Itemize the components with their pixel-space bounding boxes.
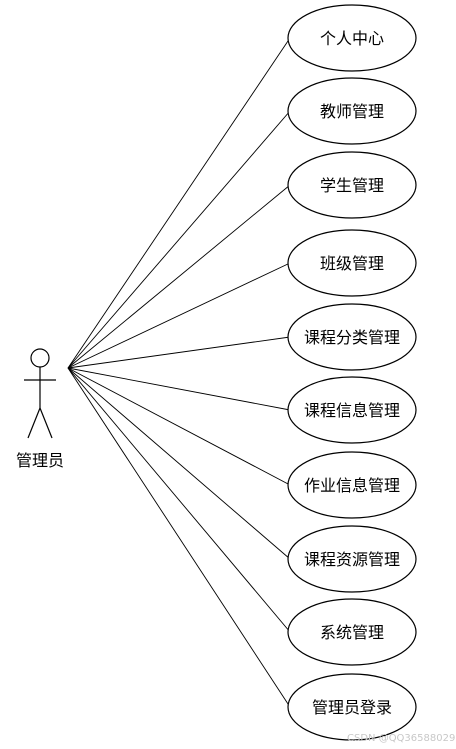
use-case: 课程信息管理	[287, 376, 417, 444]
actor-left-leg	[27, 407, 41, 439]
use-case-label: 学生管理	[320, 176, 384, 195]
use-case-label: 教师管理	[320, 102, 384, 121]
association-line	[67, 367, 291, 411]
use-case-label: 管理员登录	[312, 698, 392, 717]
association-line	[67, 262, 291, 369]
association-line	[67, 367, 291, 486]
use-case-label: 课程资源管理	[304, 550, 400, 569]
use-case-group: 个人中心教师管理学生管理班级管理课程分类管理课程信息管理作业信息管理课程资源管理…	[287, 4, 417, 741]
association-lines	[67, 37, 291, 708]
use-case-label: 课程信息管理	[304, 401, 400, 420]
use-case-label: 课程分类管理	[304, 328, 400, 347]
use-case-label: 作业信息管理	[304, 476, 400, 495]
use-case-label: 个人中心	[320, 29, 384, 48]
use-case: 课程资源管理	[287, 525, 417, 593]
use-case-label: 班级管理	[320, 254, 384, 273]
use-case: 系统管理	[287, 598, 417, 666]
use-case-ellipse	[287, 151, 417, 219]
use-case: 班级管理	[287, 229, 417, 297]
use-case-ellipse	[287, 4, 417, 72]
use-case: 教师管理	[287, 77, 417, 145]
use-case: 个人中心	[287, 4, 417, 72]
association-line	[67, 367, 291, 633]
association-line	[67, 367, 291, 708]
use-case-ellipse	[287, 77, 417, 145]
use-case: 课程分类管理	[287, 303, 417, 371]
actor-label: 管理员	[16, 451, 64, 470]
actor-head	[30, 348, 50, 368]
association-line	[67, 37, 291, 369]
use-case-ellipse	[287, 598, 417, 666]
use-case-ellipse	[287, 376, 417, 444]
watermark: CSDN @QQ365880293	[347, 733, 456, 744]
use-case-ellipse	[287, 229, 417, 297]
use-case: 学生管理	[287, 151, 417, 219]
use-case-ellipse	[287, 451, 417, 519]
association-line	[67, 184, 291, 369]
actor-figure: 管理员	[16, 348, 64, 470]
association-line	[67, 336, 291, 369]
use-case: 管理员登录	[287, 673, 417, 741]
association-line	[67, 367, 291, 560]
use-case: 作业信息管理	[287, 451, 417, 519]
use-case-ellipse	[287, 303, 417, 371]
association-line	[67, 110, 291, 369]
use-case-ellipse	[287, 673, 417, 741]
use-case-ellipse	[287, 525, 417, 593]
use-case-label: 系统管理	[320, 623, 384, 642]
actor-right-leg	[39, 407, 53, 439]
